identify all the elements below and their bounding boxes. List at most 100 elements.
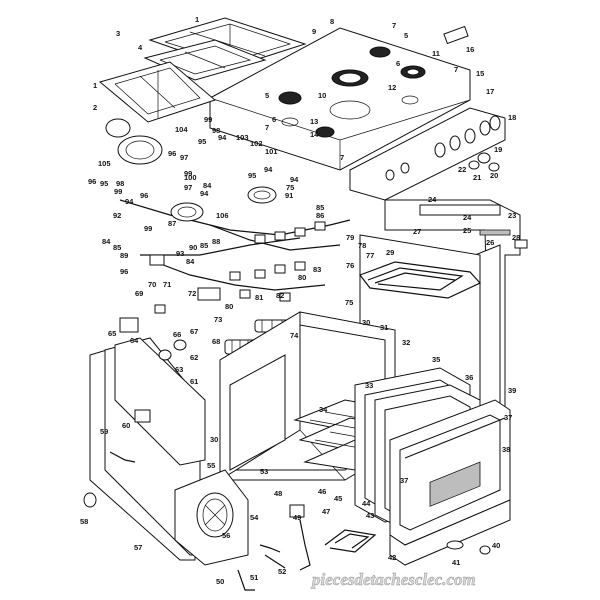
rear-cover-panel [174,469,249,566]
callout-66: 66 [173,330,181,339]
callout-98: 98 [212,126,220,135]
callout-58: 58 [80,517,88,526]
callout-75: 75 [345,298,353,307]
callout-21: 21 [473,173,481,182]
callout-4: 4 [138,43,143,52]
gas-piping [119,199,351,302]
callout-42: 42 [388,553,396,562]
oven-cavity [219,311,396,481]
grill-element [359,261,481,299]
callout-39: 39 [508,386,516,395]
callout-3: 3 [116,29,120,38]
callout-31: 31 [380,323,388,332]
callout-55: 55 [207,461,215,470]
control-panel [349,107,506,201]
callout-37: 37 [504,413,512,422]
callout-91: 91 [285,191,293,200]
callout-102: 102 [250,139,263,148]
callout-103: 103 [236,133,249,142]
callout-88: 88 [212,237,220,246]
callout-49: 49 [293,513,301,522]
callout-79: 79 [346,233,354,242]
callout-84: 84 [203,181,212,190]
burners [278,46,426,138]
callout-25: 25 [463,226,471,235]
lower-element [324,529,377,553]
callout-95: 95 [198,137,206,146]
callout-14: 14 [310,130,319,139]
part-callouts: 1 1 2 3 4 5 5 6 6 7 7 7 7 8 9 10 11 12 1… [80,15,520,586]
callout-15: 15 [476,69,484,78]
control-knobs [468,152,500,172]
callout-80: 80 [298,273,306,282]
callout-33: 33 [365,381,373,390]
callout-47: 47 [322,507,330,516]
callout-84: 84 [102,237,111,246]
callout-94: 94 [218,133,227,142]
callout-89: 89 [120,251,128,260]
callout-63: 63 [175,365,183,374]
callout-56: 56 [222,531,230,540]
callout-8: 8 [330,17,334,26]
callout-29: 29 [386,248,394,257]
callout-104: 104 [175,125,188,134]
callout-85: 85 [113,243,121,252]
callout-35: 35 [432,355,440,364]
callout-1: 1 [195,15,199,24]
callout-99: 99 [114,187,122,196]
callout-101: 101 [265,147,278,156]
callout-24: 24 [463,213,472,222]
callout-106: 106 [216,211,229,220]
small-components [83,25,528,591]
burner-assemblies [105,118,277,222]
callout-54: 54 [250,513,259,522]
callout-70: 70 [148,280,156,289]
callout-69: 69 [135,289,143,298]
callout-40: 40 [492,541,500,550]
callout-76: 76 [346,261,354,270]
callout-71: 71 [163,280,171,289]
callout-99: 99 [184,169,192,178]
callout-27: 27 [413,227,421,236]
callout-23: 23 [508,211,516,220]
callout-26: 26 [486,238,494,247]
callout-85: 85 [316,203,324,212]
callout-94: 94 [200,189,209,198]
callout-90: 90 [189,243,197,252]
callout-96: 96 [168,149,176,158]
callout-97: 97 [184,183,192,192]
callout-65: 65 [108,329,116,338]
callout-93: 93 [176,249,184,258]
callout-34: 34 [319,405,328,414]
callout-72: 72 [188,289,196,298]
callout-82: 82 [276,291,284,300]
callout-100: 100 [184,173,197,182]
callout-96: 96 [120,267,128,276]
callout-80: 80 [225,302,233,311]
callout-36: 36 [465,373,473,382]
callout-62: 62 [190,353,198,362]
callout-6: 6 [396,59,400,68]
callout-41: 41 [452,558,460,567]
callout-92: 92 [113,211,121,220]
callout-28: 28 [512,233,520,242]
back-panel [114,337,206,466]
callout-81: 81 [255,293,263,302]
callout-64: 64 [130,336,139,345]
callout-5: 5 [265,91,269,100]
callout-52: 52 [278,567,286,576]
callout-83: 83 [313,265,321,274]
callout-51: 51 [250,573,258,582]
callout-74: 74 [290,331,299,340]
callout-99: 99 [204,115,212,124]
callout-68: 68 [212,337,220,346]
callout-7: 7 [265,123,269,132]
callout-10: 10 [318,91,326,100]
callout-53: 53 [260,467,268,476]
callout-57: 57 [134,543,142,552]
callout-50: 50 [216,577,224,586]
callout-5: 5 [404,31,408,40]
callout-96: 96 [140,191,148,200]
callout-43: 43 [366,511,374,520]
